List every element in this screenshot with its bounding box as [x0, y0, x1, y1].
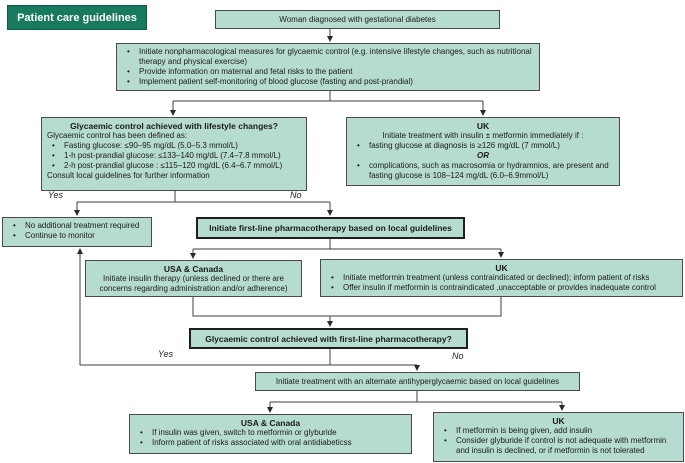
- first-line-text: Initiate first-line pharmacotherapy base…: [209, 223, 452, 233]
- uk-immediate-bullet: complications, such as macrosomia or hyd…: [352, 161, 614, 181]
- lifestyle-bullet: 2-h post-prandial glucose : ≤115–120 mg/…: [47, 161, 301, 171]
- uk-immediate-title: UK: [476, 121, 490, 131]
- edge-label-yes: Yes: [48, 190, 64, 200]
- alternate-text: Initiate treatment with an alternate ant…: [275, 376, 560, 386]
- node-usa-switch: USA & Canada If insulin was given, switc…: [129, 414, 412, 454]
- usa-switch-title: USA & Canada: [240, 418, 301, 428]
- usa-switch-bullet: If insulin was given, switch to metformi…: [135, 428, 406, 438]
- lifestyle-question-footer: Consult local guidelines for further inf…: [47, 171, 210, 180]
- uk-immediate-bullet: fasting glucose at diagnosis is ≥126 mg/…: [352, 141, 614, 151]
- usa-switch-bullet: Inform patient of risks associated with …: [135, 438, 406, 448]
- no-treatment-bullet: Continue to monitor: [8, 231, 146, 241]
- usa-insulin-title: USA & Canada: [163, 264, 224, 274]
- node-lifestyle-question: Glycaemic control achieved with lifestyl…: [41, 117, 307, 191]
- uk-add-insulin-bullet: Consider glyburide if control is not ade…: [439, 436, 678, 456]
- lifestyle-question-title: Glycaemic control achieved with lifestyl…: [70, 121, 278, 131]
- page-title: Patient care guidelines: [7, 5, 147, 30]
- uk-immediate-intro: Initiate treatment with insulin ± metfor…: [382, 131, 584, 140]
- lifestyle-bullet: 1-h post-prandial glucose: ≤133–140 mg/d…: [47, 151, 301, 161]
- node-alternate: Initiate treatment with an alternate ant…: [255, 372, 580, 391]
- node-uk-add-insulin: UK If metformin is being given, add insu…: [433, 412, 684, 462]
- edge-label-no: No: [290, 190, 302, 200]
- usa-insulin-body: Initiate insulin therapy (unless decline…: [99, 274, 288, 293]
- node-start: Woman diagnosed with gestational diabete…: [215, 10, 500, 29]
- no-treatment-bullet: No additional treatment required: [8, 221, 146, 231]
- lifestyle-bullet: Fasting glucose: ≤90–95 mg/dL (5.0–5.3 m…: [47, 141, 301, 151]
- uk-metformin-title: UK: [495, 263, 508, 273]
- node-uk-immediate: UK Initiate treatment with insulin ± met…: [346, 117, 620, 186]
- node-firstline-question: Glycaemic control achieved with first-li…: [189, 328, 468, 349]
- edge-label-yes: Yes: [158, 349, 174, 359]
- measures-bullet: Provide information on maternal and feta…: [122, 67, 534, 77]
- node-first-line: Initiate first-line pharmacotherapy base…: [196, 217, 465, 239]
- lifestyle-question-intro: Glycaemic control has been defined as:: [47, 131, 188, 140]
- node-measures: Initiate nonpharmacological measures for…: [116, 43, 540, 91]
- firstline-question-text: Glycaemic control achieved with first-li…: [205, 333, 452, 344]
- measures-bullet: Initiate nonpharmacological measures for…: [122, 47, 534, 67]
- node-usa-insulin: USA & Canada Initiate insulin therapy (u…: [85, 260, 302, 297]
- uk-add-insulin-title: UK: [552, 416, 565, 426]
- uk-add-insulin-bullet: If metformin is being given, add insulin: [439, 426, 678, 436]
- measures-bullet: Implement patient self-monitoring of blo…: [122, 77, 534, 87]
- uk-metformin-bullet: Initiate metformin treatment (unless con…: [326, 273, 677, 283]
- node-start-text: Woman diagnosed with gestational diabete…: [279, 14, 436, 24]
- edge-label-no: No: [452, 351, 464, 361]
- node-uk-metformin: UK Initiate metformin treatment (unless …: [320, 259, 683, 297]
- uk-immediate-or: OR: [477, 151, 489, 160]
- uk-metformin-bullet: Offer insulin if metformin is contraindi…: [326, 283, 677, 293]
- node-no-treatment: No additional treatment required Continu…: [2, 217, 152, 247]
